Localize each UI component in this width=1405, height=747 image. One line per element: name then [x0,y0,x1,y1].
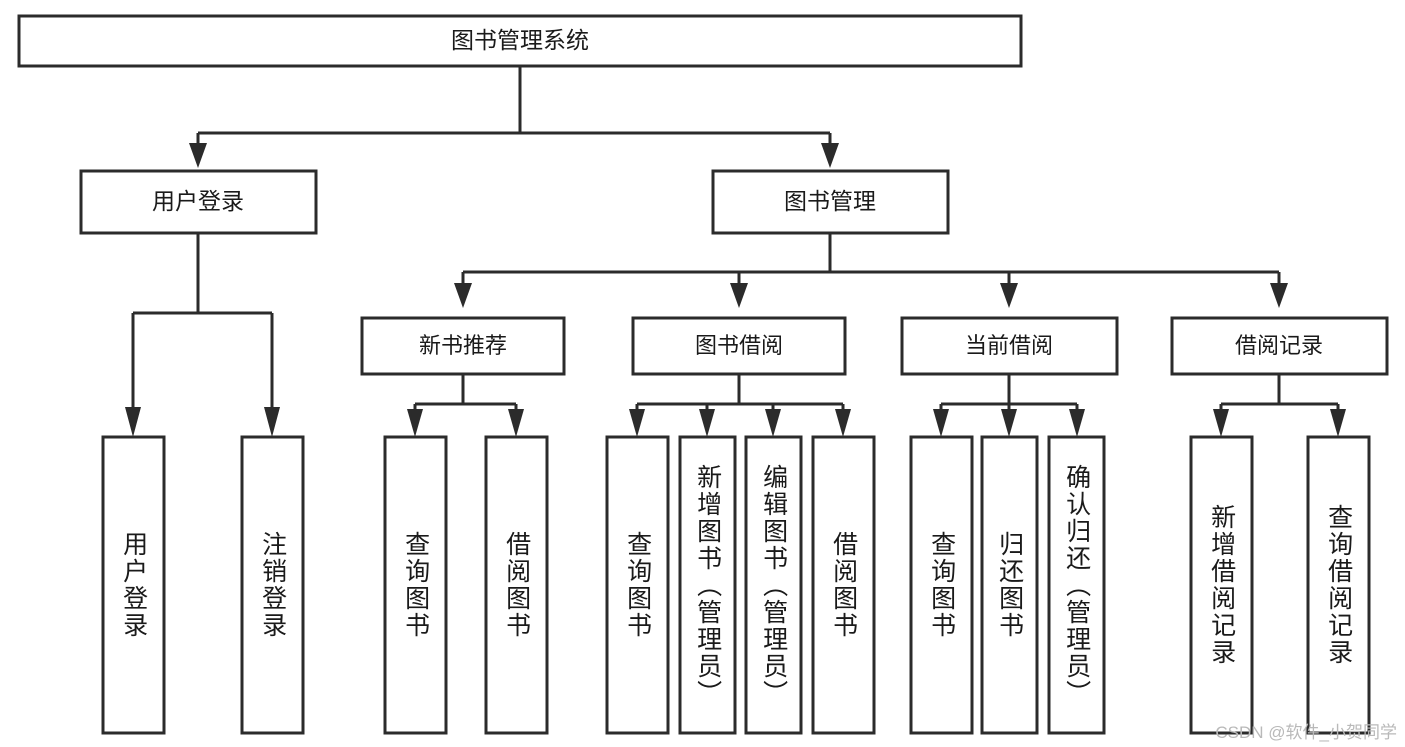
arrowhead-leaf-query-book-1 [407,409,423,437]
node-leaf-borrow-book-2[interactable] [811,435,876,735]
node-leaf-add-book[interactable] [678,435,737,735]
node-leaf-logout[interactable] [240,435,305,735]
arrowhead-leaf-query-book-3 [933,409,949,437]
node-book-borrow[interactable]: 图书借阅 [631,316,847,376]
arrowhead-leaf-logout [264,407,280,437]
arrowhead-leaf-query-book-2 [629,409,645,437]
nodes-layer: 图书管理系统 用户登录 图书管理 新书推荐 图书借阅 [17,14,1389,735]
arrowhead-borrowrecord [1270,283,1288,308]
arrowhead-leaf-add-book [699,409,715,437]
arrowhead-leaf-add-record [1213,409,1229,437]
arrowhead-leaf-edit-book [765,409,781,437]
node-root[interactable]: 图书管理系统 [17,14,1023,68]
arrowhead-currentborrow [1000,283,1018,308]
node-new-book-rec[interactable]: 新书推荐 [360,316,566,376]
arrowhead-bookmanage [821,143,839,168]
node-current-borrow-label: 当前借阅 [965,333,1053,358]
node-leaf-query-book-1[interactable] [383,435,448,735]
arrowhead-leaf-borrow-book-2 [835,409,851,437]
arrowhead-userlogin [189,143,207,168]
arrowhead-leaf-return-book [1001,409,1017,437]
node-leaf-confirm-return[interactable] [1047,435,1106,735]
watermark-text: CSDN @软件_小贺同学 [1215,723,1397,742]
arrowhead-leaf-confirm-return [1069,409,1085,437]
arrowhead-newbookrec [454,283,472,308]
node-borrow-record-label: 借阅记录 [1235,333,1323,358]
node-book-manage-label: 图书管理 [784,188,876,214]
node-book-borrow-label: 图书借阅 [695,333,783,358]
node-user-login[interactable]: 用户登录 [79,169,318,235]
arrowhead-leaf-user-login [125,407,141,437]
arrowhead-bookborrow [730,283,748,308]
node-leaf-edit-book[interactable] [744,435,803,735]
node-leaf-add-record[interactable] [1189,435,1254,735]
node-book-manage[interactable]: 图书管理 [711,169,950,235]
arrowheads-layer [125,143,1346,437]
node-leaf-query-book-3[interactable] [909,435,974,735]
node-leaf-query-record[interactable] [1306,435,1371,735]
node-user-login-label: 用户登录 [152,188,244,214]
node-borrow-record[interactable]: 借阅记录 [1170,316,1389,376]
node-leaf-borrow-book-1[interactable] [484,435,549,735]
node-new-book-rec-label: 新书推荐 [419,333,507,358]
arrowhead-leaf-borrow-book-1 [508,409,524,437]
node-leaf-query-book-2[interactable] [605,435,670,735]
arrowhead-leaf-query-record [1330,409,1346,437]
node-leaf-user-login[interactable] [101,435,166,735]
node-root-label: 图书管理系统 [451,27,589,53]
node-current-borrow[interactable]: 当前借阅 [900,316,1119,376]
node-leaf-return-book[interactable] [980,435,1039,735]
